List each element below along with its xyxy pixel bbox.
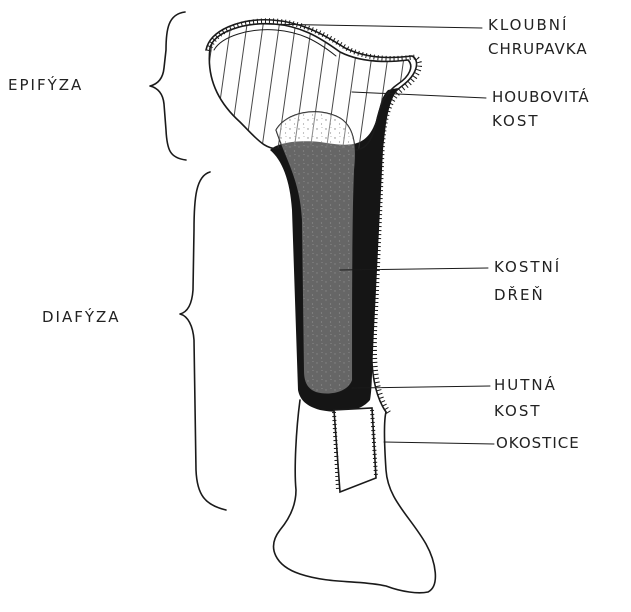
spongy-bone-label-line2: KOST — [492, 114, 540, 129]
cartilage-label-line2: CHRUPAVKA — [488, 42, 588, 57]
leader-periosteum — [384, 442, 494, 444]
diaphysis-bracket — [180, 172, 226, 510]
cartilage-label-line1: KLOUBNÍ — [488, 18, 568, 33]
shaft-cutaway — [334, 408, 376, 492]
leader-compact — [352, 386, 490, 388]
compact-bone-label-line1: HUTNÁ — [494, 378, 557, 393]
marrow-label-line1: KOSTNÍ — [494, 260, 561, 275]
spongy-bone-label-line1: HOUBOVITÁ — [492, 90, 590, 105]
epiphysis-label: EPIFÝZA — [8, 78, 83, 93]
diaphysis-label: DIAFÝZA — [42, 310, 121, 325]
compact-bone-label-line2: KOST — [494, 404, 542, 419]
marrow-label-line2: DŘEŇ — [494, 288, 545, 303]
epiphysis-bracket — [150, 12, 186, 160]
periosteum-label: OKOSTICE — [496, 436, 580, 451]
